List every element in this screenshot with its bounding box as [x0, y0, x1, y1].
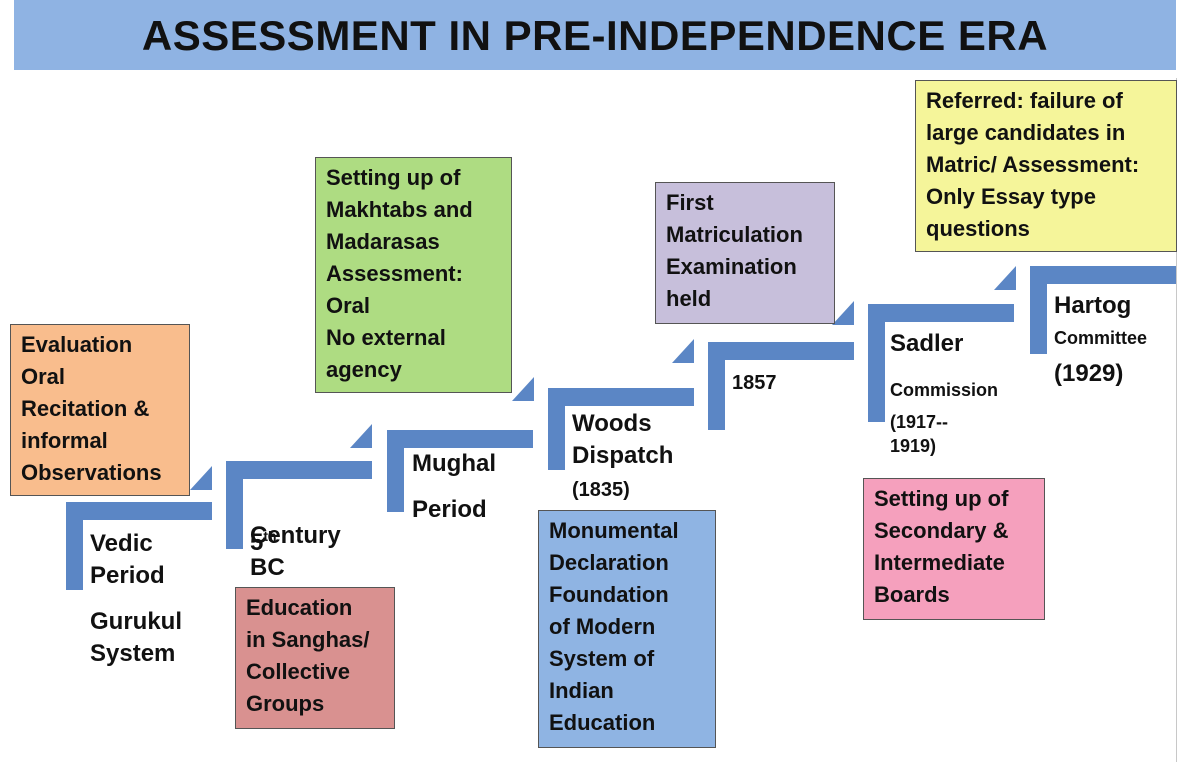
year-1857-label: 1857	[732, 372, 777, 394]
sadler-note-box: Setting up of Secondary & Intermediate B…	[863, 478, 1045, 620]
step-6-riser	[868, 304, 885, 422]
gurukul-system-label: Gurukul System	[90, 608, 183, 667]
mughal-note-box: Setting up of Makhtabs and Madarasas Ass…	[315, 157, 512, 393]
hartog-label: Hartog	[1054, 292, 1132, 319]
step-3-riser	[387, 430, 404, 512]
woods-note-box: Monumental Declaration Foundation of Mod…	[538, 510, 716, 748]
title-bar: ASSESSMENT IN PRE-INDEPENDENCE ERA	[14, 0, 1176, 70]
step-3-arrow	[512, 377, 534, 401]
step-5-arrow	[832, 301, 854, 325]
century-bc-label: Century BC	[250, 522, 341, 581]
sanghas-note-box: Education in Sanghas/ Collective Groups	[235, 587, 395, 729]
step-2-arrow	[350, 424, 372, 448]
sadler-label: Sadler	[890, 330, 964, 357]
step-7-riser	[1030, 266, 1047, 354]
step-6-arrow	[994, 266, 1016, 290]
hartog-year-label: (1929)	[1054, 360, 1124, 387]
period-label: Period	[412, 496, 487, 523]
vedic-period-label: Vedic Period	[90, 530, 165, 589]
step-5-riser	[708, 342, 725, 430]
step-1-riser	[66, 502, 83, 590]
mughal-label: Mughal	[412, 450, 496, 477]
committee-label: Committee	[1054, 328, 1148, 348]
vedic-note-box: Evaluation Oral Recitation & informal Ob…	[10, 324, 190, 496]
page-title: ASSESSMENT IN PRE-INDEPENDENCE ERA	[141, 12, 1049, 59]
step-7-top	[1030, 266, 1176, 284]
woods-dispatch-label: Woods Dispatch	[572, 410, 674, 469]
hartog-note-box: Referred: failure of large candidates in…	[915, 80, 1177, 252]
century-suffix: th	[263, 528, 277, 544]
step-2-riser	[226, 461, 243, 549]
century-number: 5	[250, 529, 264, 556]
frame-border	[1176, 78, 1177, 762]
step-1-top	[66, 502, 212, 520]
commission-label: Commission	[890, 380, 999, 400]
step-2-top	[226, 461, 372, 479]
step-6-top	[868, 304, 1014, 322]
step-1-arrow	[190, 466, 212, 490]
step-5-top	[708, 342, 854, 360]
woods-year-label: (1835)	[572, 479, 630, 501]
step-4-riser	[548, 388, 565, 470]
step-4-top	[548, 388, 694, 406]
step-4-arrow	[672, 339, 694, 363]
sadler-years-label: (1917-- 1919)	[890, 412, 949, 456]
step-3-top	[387, 430, 533, 448]
fifth-century-label: 5th	[250, 488, 277, 559]
matric-note-box: First Matriculation Examination held	[655, 182, 835, 324]
